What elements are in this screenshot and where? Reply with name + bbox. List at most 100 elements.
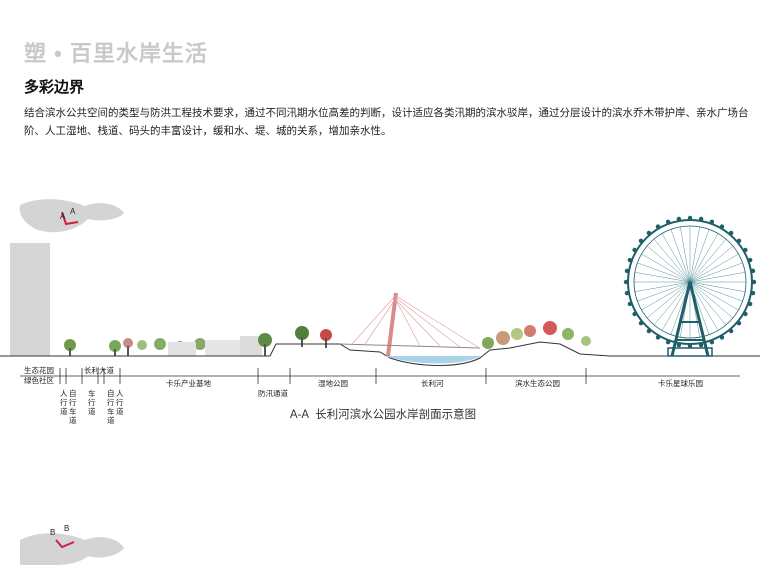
ferris-spoke bbox=[661, 281, 691, 331]
section-marker-b bbox=[55, 539, 75, 549]
ferris-gondola bbox=[676, 342, 682, 348]
ferris-spoke bbox=[641, 281, 691, 311]
ferris-gondola bbox=[638, 238, 644, 244]
ferris-spoke bbox=[634, 281, 691, 292]
ferris-spoke bbox=[689, 281, 734, 319]
ferris-gondola bbox=[623, 279, 629, 285]
cable-bridge bbox=[339, 292, 481, 357]
ferris-gondola bbox=[646, 328, 652, 334]
zone-ruler bbox=[20, 368, 740, 384]
industrial-buildings bbox=[168, 336, 262, 356]
ferris-gondola bbox=[750, 290, 756, 296]
mid-trees bbox=[258, 326, 332, 356]
ferris-gondola bbox=[709, 339, 715, 345]
zone-riverside-eco-park: 滨水生态公园 bbox=[515, 378, 560, 388]
ferris-spoke bbox=[689, 272, 746, 283]
river-water bbox=[384, 356, 482, 364]
lane-label-pedestrian-lane: 人行道 bbox=[60, 389, 68, 416]
key-map-top: A A bbox=[19, 199, 124, 233]
ferris-gondola bbox=[627, 257, 633, 263]
marker-label-b-left: B bbox=[50, 528, 55, 537]
description-text: 结合滨水公共空间的类型与防洪工程技术要求，通过不同汛期水位高差的判断，设计适应各… bbox=[24, 107, 749, 137]
caption-section-id: A-A bbox=[289, 409, 310, 421]
ferris-gondola bbox=[719, 335, 725, 340]
ferris-gondola bbox=[655, 335, 661, 340]
page-title: 塑 • 百里水岸生活 bbox=[24, 41, 208, 66]
ferris-gondola bbox=[632, 311, 637, 317]
marker-label-a-left: A bbox=[60, 212, 66, 221]
ground-profile bbox=[0, 341, 760, 366]
ferris-gondola bbox=[687, 343, 693, 349]
ferris-spoke bbox=[689, 262, 743, 283]
lane-label-bike-lane-2: 自行车道 bbox=[107, 388, 115, 425]
ferris-gondola bbox=[698, 342, 704, 348]
ferris-spoke bbox=[646, 281, 691, 319]
ferris-gondola bbox=[750, 268, 756, 274]
ferris-gondola bbox=[624, 290, 630, 296]
right-bank-trees bbox=[482, 321, 591, 349]
ferris-gondola bbox=[728, 328, 734, 334]
marker-label-b-right: B bbox=[64, 524, 69, 533]
ferris-spoke bbox=[689, 281, 743, 302]
ferris-gondola bbox=[743, 247, 748, 253]
ferris-spoke bbox=[634, 272, 691, 283]
ferris-gondola bbox=[719, 224, 725, 229]
lane-label-pedestrian-lane-2: 人行道 bbox=[116, 389, 124, 416]
caption-title: 长利河滨水公园水岸剖面示意图 bbox=[315, 409, 477, 421]
ferris-gondola bbox=[698, 216, 704, 222]
ferris-gondola bbox=[747, 257, 753, 263]
ferris-gondola bbox=[646, 230, 652, 236]
ferris-spoke bbox=[653, 281, 691, 326]
ferris-spoke bbox=[689, 281, 727, 326]
ferris-gondola bbox=[747, 301, 753, 307]
ferris-spoke bbox=[637, 281, 691, 302]
ferris-spoke bbox=[641, 253, 691, 283]
ferris-gondola bbox=[709, 219, 715, 225]
ferris-spoke bbox=[689, 245, 734, 283]
zone-eco-garden-line1: 生态花园 bbox=[24, 365, 54, 375]
section-heading: 多彩边界 bbox=[24, 79, 85, 96]
ferris-gondola bbox=[638, 320, 644, 326]
ferris-spoke bbox=[689, 253, 739, 283]
ferris-spoke bbox=[689, 281, 719, 331]
marker-label-a-right: A bbox=[70, 207, 76, 216]
ferris-gondola bbox=[743, 311, 748, 317]
zone-wetland-park: 湿地公园 bbox=[318, 378, 348, 388]
zone-kale-star-park: 卡乐星球乐园 bbox=[658, 378, 703, 388]
ferris-spoke bbox=[689, 233, 719, 283]
ferris-gondola bbox=[751, 279, 757, 285]
ferris-gondola bbox=[655, 224, 661, 229]
ferris-wheel bbox=[623, 215, 757, 357]
lane-label-bike-lane-1: 自行车道 bbox=[69, 388, 77, 425]
residential-building bbox=[10, 243, 50, 356]
ferris-spoke bbox=[670, 229, 691, 283]
ferris-gondola bbox=[624, 268, 630, 274]
section-marker-a bbox=[61, 211, 79, 226]
zone-kale-industrial: 卡乐产业基地 bbox=[166, 378, 211, 388]
left-trees bbox=[64, 338, 206, 356]
zone-flood-road: 防汛通道 bbox=[258, 388, 288, 398]
ferris-spoke bbox=[661, 233, 691, 283]
lane-label-car-lane: 车行道 bbox=[88, 388, 96, 416]
ferris-gondola bbox=[736, 238, 742, 244]
ferris-gondola bbox=[687, 215, 693, 221]
ferris-spoke bbox=[637, 262, 691, 283]
key-map-bottom: B B bbox=[20, 524, 124, 565]
ferris-gondola bbox=[665, 339, 671, 345]
diagram-caption: A-A 长利河滨水公园水岸剖面示意图 bbox=[0, 406, 760, 422]
ferris-spoke bbox=[689, 281, 746, 292]
ferris-spoke bbox=[680, 226, 691, 283]
zone-changli-avenue: 长利大道 bbox=[84, 365, 114, 375]
ferris-spoke bbox=[689, 281, 739, 311]
ferris-gondola bbox=[632, 247, 637, 253]
ferris-spoke bbox=[689, 226, 700, 283]
zone-eco-garden-line2: 绿色社区 bbox=[24, 375, 54, 385]
ferris-spoke bbox=[689, 238, 727, 283]
zone-changli-river: 长利河 bbox=[421, 378, 444, 388]
ferris-gondola bbox=[736, 320, 742, 326]
ferris-spoke bbox=[689, 229, 710, 283]
ferris-spoke bbox=[646, 245, 691, 283]
ferris-gondola bbox=[627, 301, 633, 307]
